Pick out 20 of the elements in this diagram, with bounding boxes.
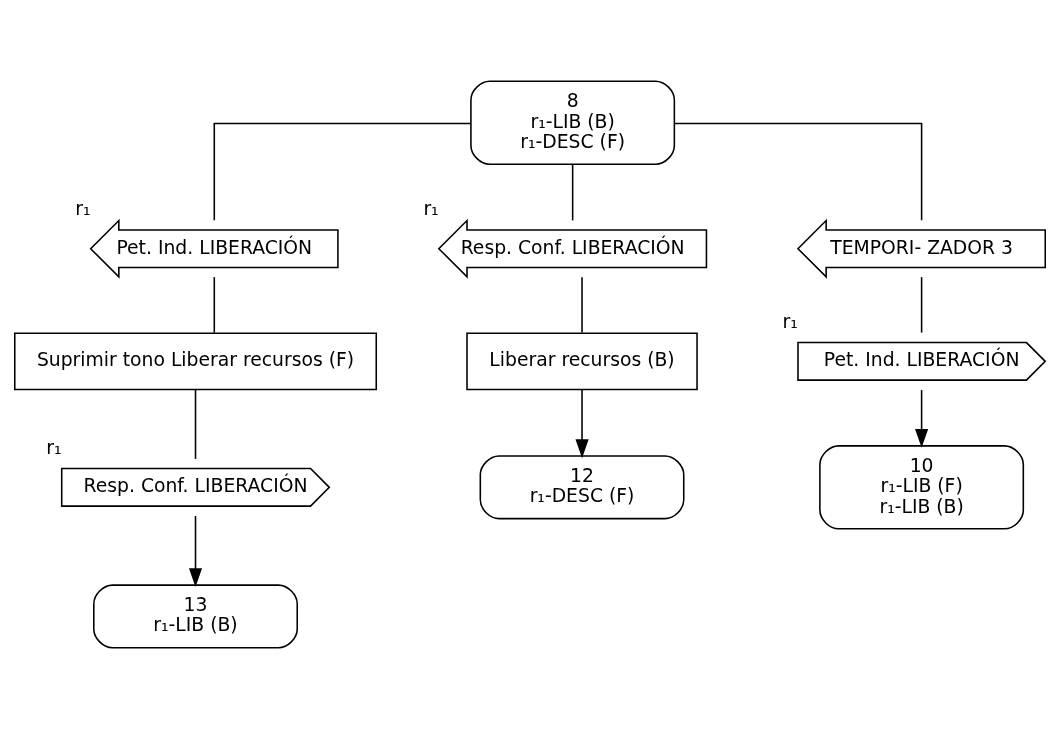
connector — [213, 276, 216, 334]
node-label: r₁ — [782, 310, 798, 332]
node-box: 8 r₁-LIB (B) r₁-DESC (F) — [470, 80, 676, 165]
connector — [194, 389, 197, 460]
node-box: 13 r₁-LIB (B) — [93, 584, 298, 649]
node-box: 10 r₁-LIB (F) r₁-LIB (B) — [819, 445, 1025, 530]
node-label: r₁ — [75, 198, 91, 220]
arrow — [188, 515, 203, 588]
node-box: Liberar recursos (B) — [466, 332, 698, 391]
connector — [581, 276, 583, 334]
node-box: Suprimir tono Liberar recursos (F) — [14, 332, 378, 391]
connector — [673, 122, 923, 222]
connector — [571, 163, 574, 222]
node-box: 12 r₁-DESC (F) — [479, 455, 685, 520]
node-label: r₁ — [423, 198, 439, 220]
connector — [213, 122, 472, 222]
connector — [920, 276, 923, 334]
arrow — [575, 389, 589, 459]
node-label: r₁ — [46, 436, 62, 458]
arrow — [915, 389, 929, 448]
